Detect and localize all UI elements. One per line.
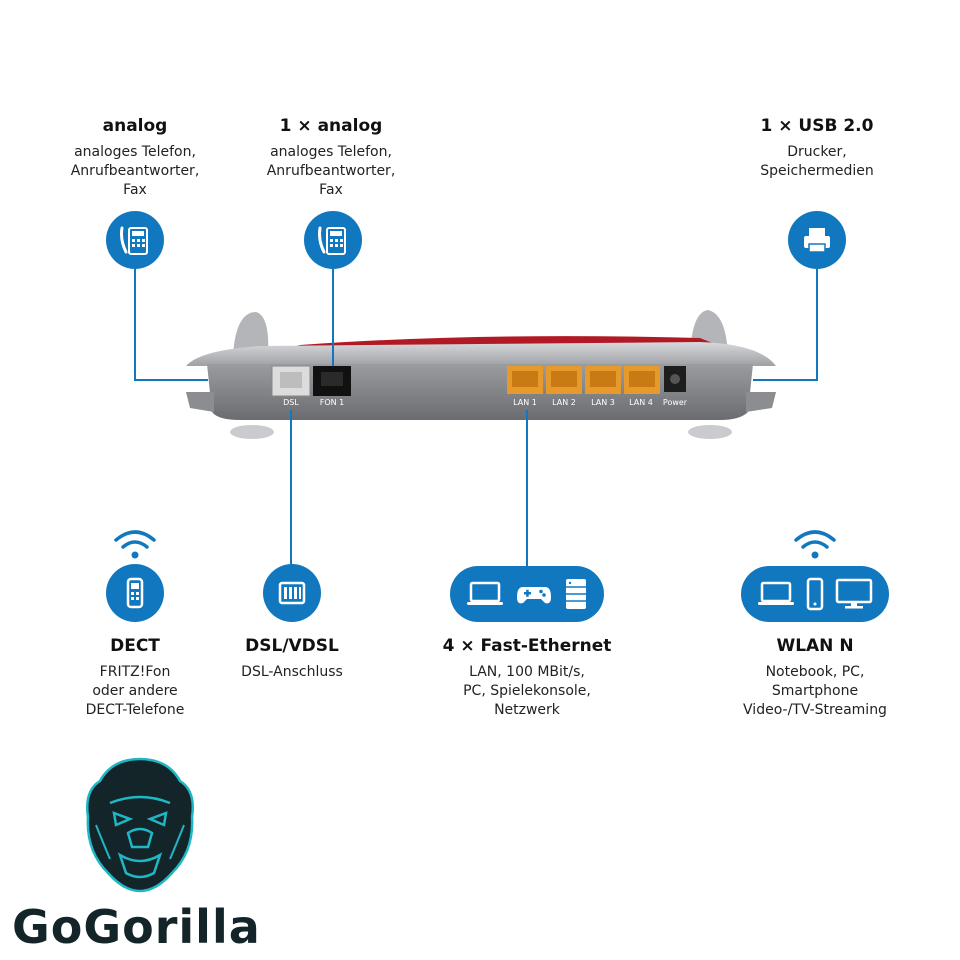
feature-title: DSL/VDSL (245, 636, 339, 656)
ethernet-devices-pill (450, 566, 604, 622)
feature-dect: DECT FRITZ!Fon oder andere DECT-Telefone (50, 636, 220, 720)
smartphone-icon (806, 577, 824, 611)
wifi-icon (794, 530, 836, 559)
feature-line: analoges Telefon, (270, 144, 392, 160)
wifi-icon (114, 530, 156, 559)
laptop-icon (757, 581, 794, 605)
feature-line: Notebook, PC, (765, 664, 865, 680)
feature-analog: analog analoges Telefon, Anrufbeantworte… (50, 116, 220, 200)
gamepad-icon (517, 587, 551, 604)
port-label-lan1: LAN 1 (513, 398, 537, 407)
feature-line: Anrufbeantworter, (266, 163, 396, 179)
feature-title: 1 × analog (279, 116, 383, 136)
port-label-dsl: DSL (283, 398, 299, 407)
feature-line: FRITZ!Fon (99, 664, 171, 680)
monitor-icon (836, 578, 873, 609)
feature-line: PC, Spielekonsole, (463, 683, 591, 699)
printer-icon (788, 211, 846, 269)
feature-line: Netzwerk (494, 702, 560, 718)
port-label-lan4: LAN 4 (629, 398, 653, 407)
feature-title: WLAN N (776, 636, 854, 656)
feature-line: Smartphone (771, 683, 859, 699)
feature-line: Anrufbeantworter, (70, 163, 200, 179)
feature-ethernet: 4 × Fast-Ethernet LAN, 100 MBit/s, PC, S… (422, 636, 632, 720)
feature-title: analog (102, 116, 168, 136)
dsl-filter-icon (263, 564, 321, 622)
feature-line: DSL-Anschluss (241, 664, 343, 680)
feature-line: Fax (319, 182, 343, 198)
feature-line: oder andere (92, 683, 178, 699)
connector-lines (134, 268, 818, 566)
feature-dsl: DSL/VDSL DSL-Anschluss (207, 636, 377, 682)
feature-line: Video-/TV-Streaming (743, 702, 887, 718)
feature-line: analoges Telefon, (74, 144, 196, 160)
laptop-icon (467, 581, 503, 605)
port-label-fon1: FON 1 (320, 398, 345, 407)
feature-line: Drucker, (787, 144, 847, 160)
lan-ports (507, 366, 660, 394)
wlan-devices-pill (741, 566, 889, 622)
feature-usb: 1 × USB 2.0 Drucker, Speichermedien (732, 116, 902, 181)
feature-line: DECT-Telefone (85, 702, 185, 718)
phone-icon (304, 211, 362, 269)
brand-name: GoGorilla (12, 900, 261, 954)
gorilla-logo (86, 757, 194, 893)
feature-title: DECT (110, 636, 160, 656)
server-icon (566, 579, 586, 609)
port-label-lan2: LAN 2 (552, 398, 576, 407)
feature-analog-1x: 1 × analog analoges Telefon, Anrufbeantw… (246, 116, 416, 200)
feature-title: 1 × USB 2.0 (760, 116, 874, 136)
port-label-lan3: LAN 3 (591, 398, 615, 407)
feature-line: LAN, 100 MBit/s, (469, 664, 585, 680)
phone-icon (106, 211, 164, 269)
feature-line: Speichermedien (760, 163, 874, 179)
port-label-power: Power (663, 398, 688, 407)
feature-line: Fax (123, 182, 147, 198)
cordless-phone-icon (106, 564, 164, 622)
feature-title: 4 × Fast-Ethernet (442, 636, 612, 656)
feature-wlan: WLAN N Notebook, PC, Smartphone Video-/T… (720, 636, 910, 720)
